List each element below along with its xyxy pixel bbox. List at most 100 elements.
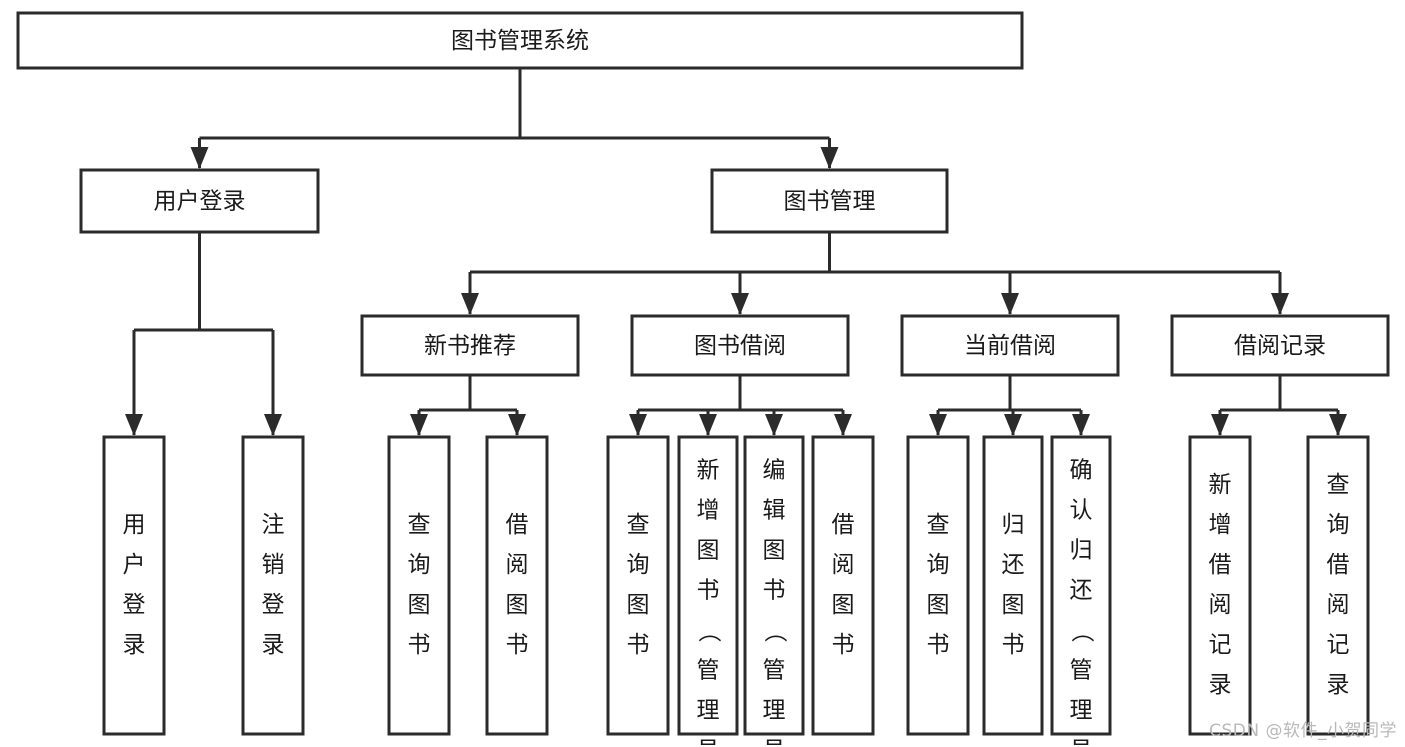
- leaf-node-6-rect: [743, 435, 805, 736]
- leaf-node-2-char-3: 书: [408, 632, 431, 658]
- root-node-book-management-system-label: 图书管理系统: [451, 28, 589, 54]
- arrowhead-icon-leaf-2-0: [629, 414, 647, 436]
- leaf-node-0-rect: [102, 435, 166, 736]
- leaf-node-4-char-2: 图: [627, 592, 650, 618]
- level3-node-2-rect: [900, 314, 1120, 377]
- level3-node-1[interactable]: 图书借阅: [630, 314, 850, 377]
- leaf-node-7-rect: [811, 435, 875, 736]
- leaf-node-8-char-1: 询: [927, 552, 950, 578]
- leaf-node-2-char-2: 图: [408, 592, 431, 618]
- leaf-node-7-char-0: 借: [832, 512, 855, 538]
- level3-node-2[interactable]: 当前借阅: [900, 314, 1120, 377]
- leaf-node-7-char-2: 图: [832, 592, 855, 618]
- level3-node-3[interactable]: 借阅记录: [1170, 314, 1390, 377]
- leaf-node-4-char-0: 查: [627, 512, 650, 538]
- leaf-node-0-label: 用户登录: [123, 512, 146, 658]
- leaf-node-10-rect: [1050, 435, 1112, 736]
- leaf-node-5-char-3: 书: [697, 578, 720, 604]
- node-layer: 图书管理系统用户登录图书管理新书推荐图书借阅当前借阅借阅记录用户登录注销登录查询…: [16, 11, 1390, 747]
- leaf-node-12-char-5: 录: [1327, 672, 1350, 698]
- leaf-node-12-char-1: 询: [1327, 512, 1350, 538]
- leaf-node-5-char-7: 员: [697, 738, 720, 747]
- leaf-node-11-char-0: 新: [1209, 472, 1232, 498]
- leaf-node-11-char-5: 录: [1209, 672, 1232, 698]
- level2-node-1-label: 图书管理: [784, 189, 876, 215]
- level3-node-0[interactable]: 新书推荐: [360, 314, 580, 377]
- arrowhead-icon-level3-0: [461, 293, 479, 315]
- arrowhead-icon-leaf-2-2: [765, 414, 783, 436]
- arrowhead-icon-leaf-1-1: [508, 414, 526, 436]
- leaf-node-11-rect: [1188, 435, 1252, 736]
- level3-node-0-label: 新书推荐: [424, 333, 516, 359]
- level3-node-3-rect: [1170, 314, 1390, 377]
- root-node-book-management-system[interactable]: 图书管理系统: [16, 11, 1024, 70]
- leaf-node-10-char-0: 确: [1070, 458, 1093, 484]
- arrowhead-icon-level3-1: [731, 293, 749, 315]
- leaf-node-8-rect: [906, 435, 970, 736]
- leaf-node-7-char-1: 阅: [832, 552, 855, 578]
- leaf-node-10-char-2: 归: [1070, 538, 1093, 564]
- leaf-node-6-char-1: 辑: [763, 498, 786, 524]
- leaf-node-4-char-1: 询: [627, 552, 650, 578]
- leaf-node-4-char-3: 书: [627, 632, 650, 658]
- leaf-node-4-rect: [606, 435, 670, 736]
- leaf-node-10-char-5: 管: [1070, 658, 1093, 684]
- leaf-node-6-char-4: （: [762, 620, 788, 643]
- arrowhead-icon-leaf-1-0: [410, 414, 428, 436]
- leaf-node-5-char-5: 管: [697, 658, 720, 684]
- arrowhead-icon-level3-3: [1271, 293, 1289, 315]
- leaf-node-5-char-0: 新: [697, 458, 720, 484]
- arrowhead-icon-leaf-3-2: [1072, 414, 1090, 436]
- level3-node-1-rect: [630, 314, 850, 377]
- leaf-node-3-rect: [485, 435, 549, 736]
- leaf-node-6-char-5: 管: [763, 658, 786, 684]
- leaf-node-6-char-7: 员: [763, 738, 786, 747]
- leaf-node-8-char-2: 图: [927, 592, 950, 618]
- level2-node-1[interactable]: 图书管理: [710, 168, 949, 234]
- leaf-node-12-rect: [1306, 435, 1370, 736]
- leaf-node-1-char-0: 注: [262, 512, 285, 538]
- leaf-node-0[interactable]: 用户登录: [102, 435, 166, 736]
- leaf-node-3-char-0: 借: [506, 512, 529, 538]
- leaf-node-9-char-1: 还: [1002, 552, 1025, 578]
- leaf-node-9-char-0: 归: [1002, 512, 1025, 538]
- leaf-node-9-char-3: 书: [1002, 632, 1025, 658]
- arrowhead-icon-leaf-3-0: [929, 414, 947, 436]
- arrowhead-icon-level2-1: [820, 147, 839, 169]
- leaf-node-12-char-3: 阅: [1327, 592, 1350, 618]
- leaf-node-7-char-3: 书: [832, 632, 855, 658]
- arrowhead-icon-leaf-4-0: [1211, 414, 1229, 436]
- leaf-node-10-char-6: 理: [1070, 698, 1093, 724]
- level2-node-0[interactable]: 用户登录: [79, 168, 320, 234]
- leaf-node-5-char-4: （: [696, 620, 722, 643]
- leaf-node-12-char-2: 借: [1327, 552, 1350, 578]
- arrowhead-icon-leaf-2-3: [834, 414, 852, 436]
- leaf-node-5-char-1: 增: [697, 498, 720, 524]
- leaf-node-10-char-7: 员: [1070, 738, 1093, 747]
- root-node-book-management-system-rect: [16, 11, 1024, 70]
- leaf-node-0-char-1: 户: [123, 552, 146, 578]
- leaf-node-8-char-0: 查: [927, 512, 950, 538]
- leaf-node-6-char-3: 书: [763, 578, 786, 604]
- watermark-text: CSDN @软件_小贺同学: [1209, 721, 1397, 741]
- leaf-node-5-char-2: 图: [697, 538, 720, 564]
